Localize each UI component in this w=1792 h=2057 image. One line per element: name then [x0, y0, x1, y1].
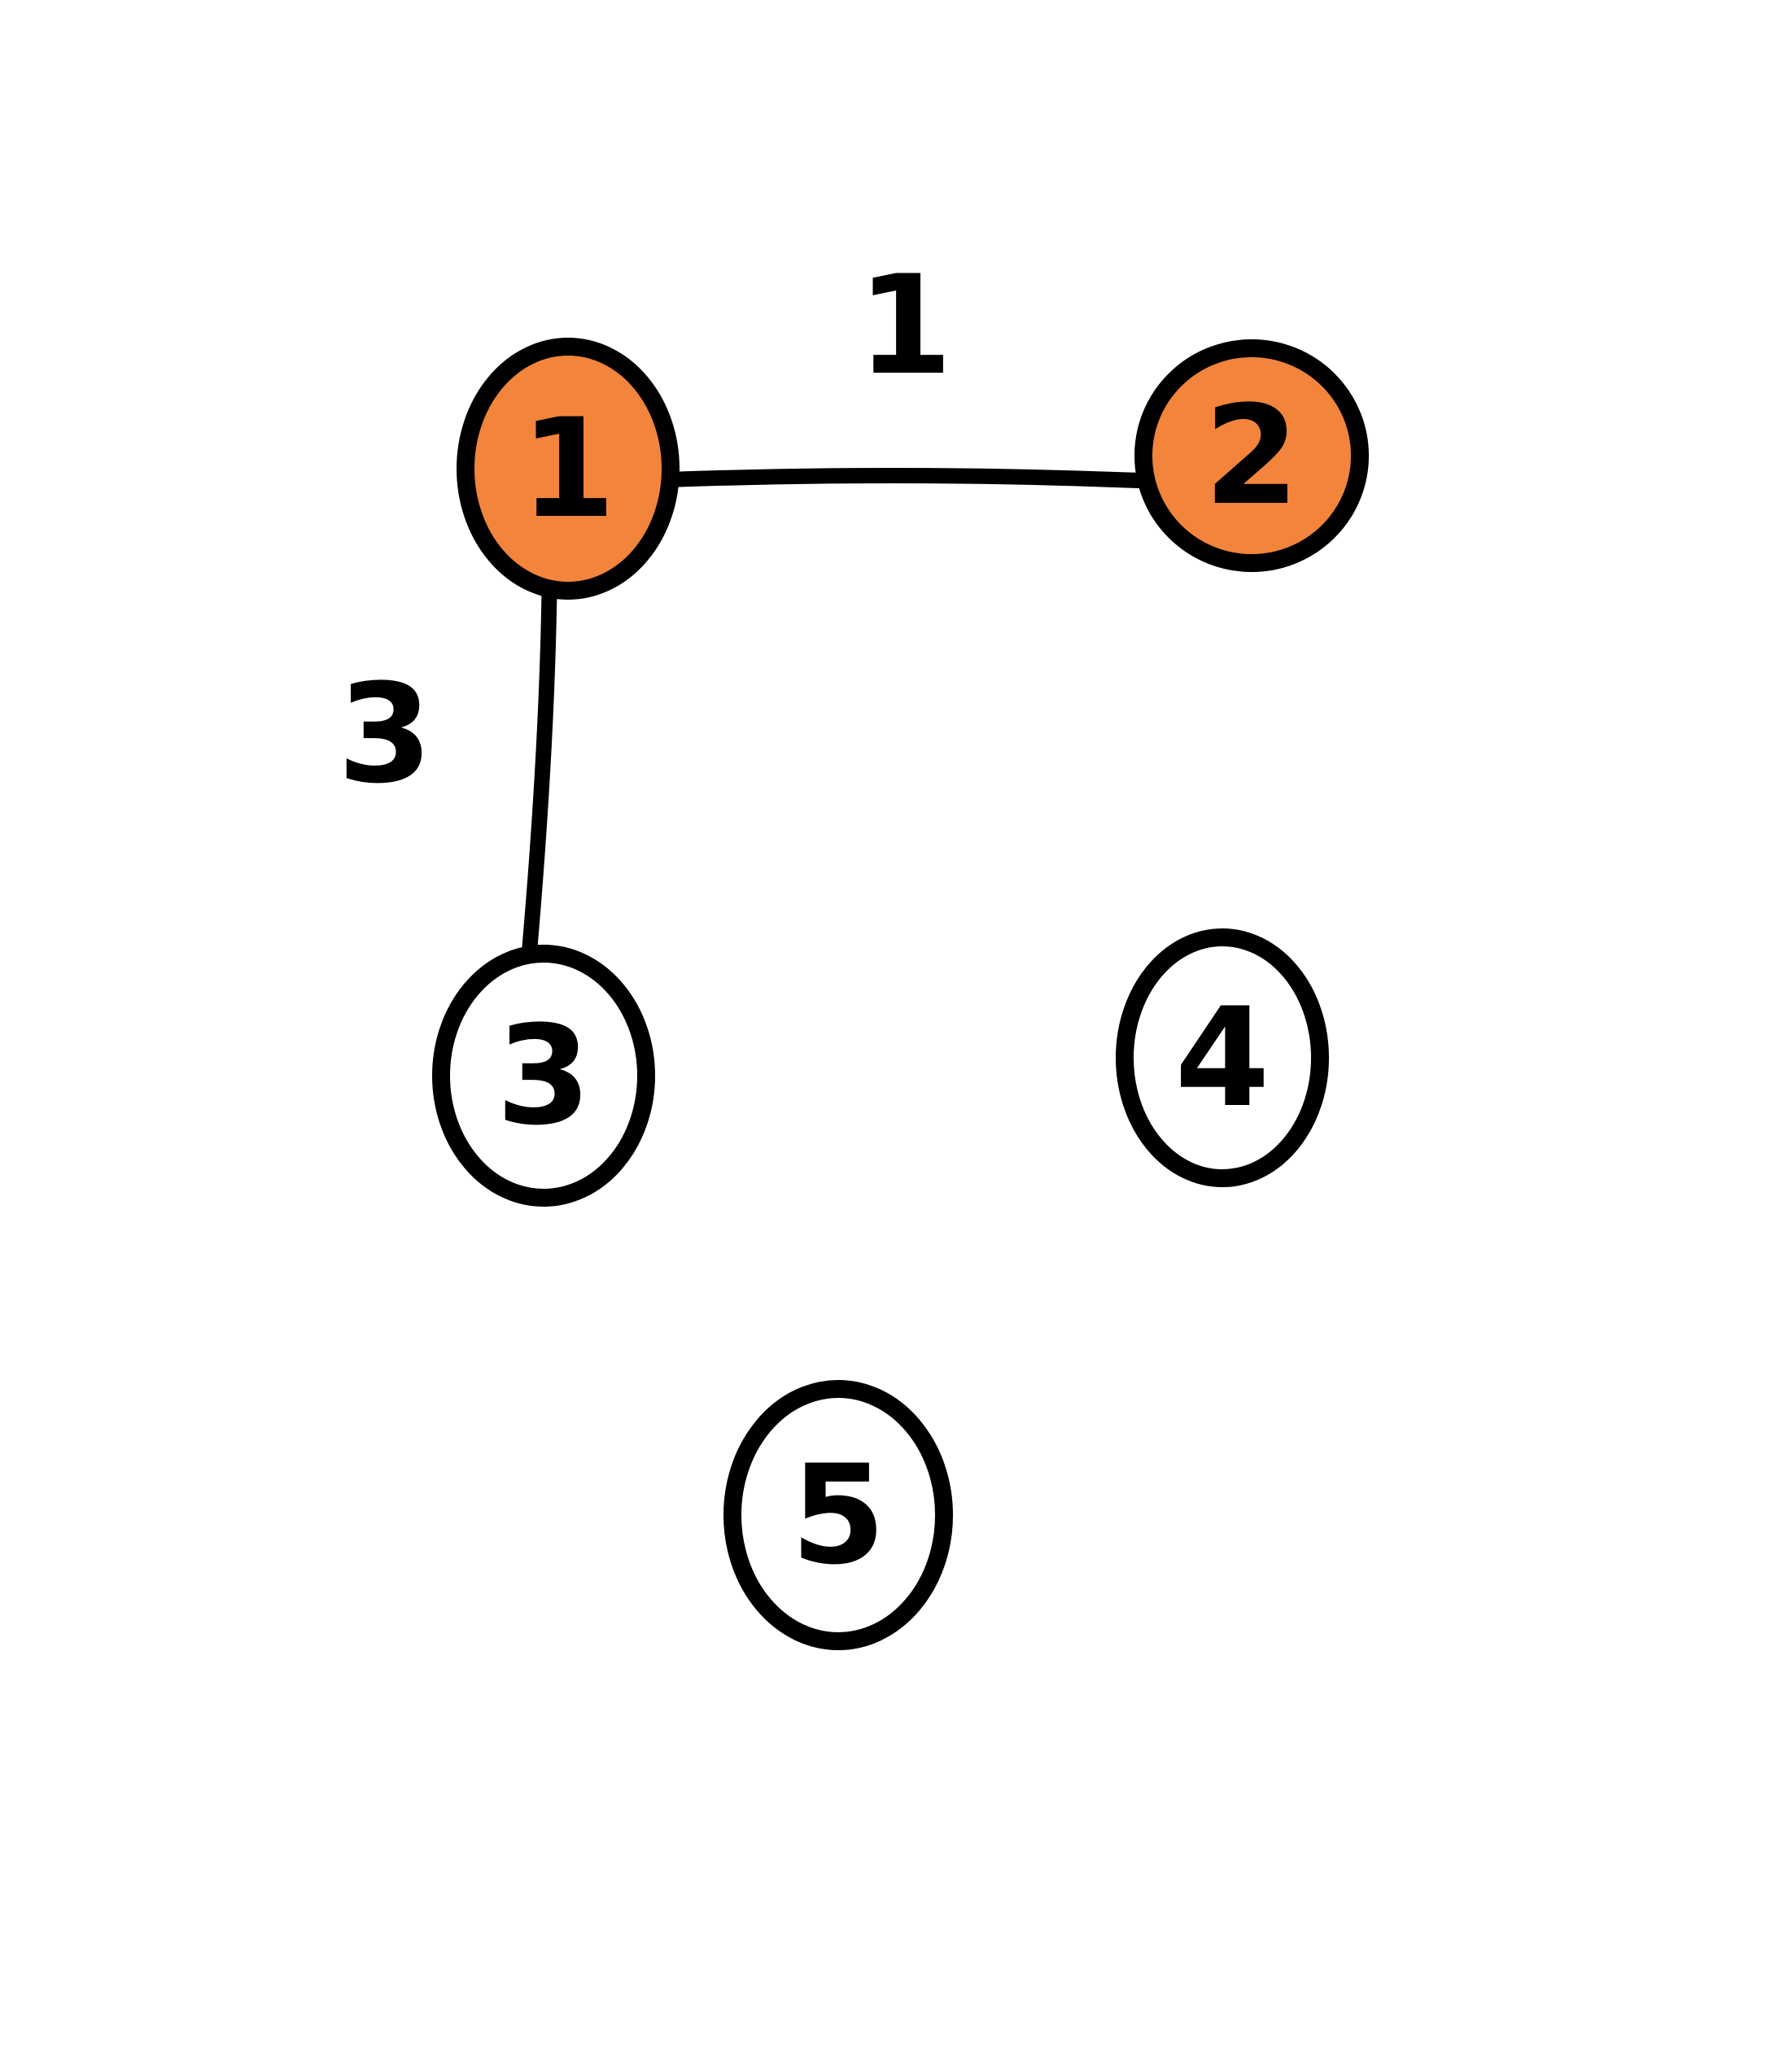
node-1-circle — [457, 338, 680, 600]
node-3[interactable]: 3 — [432, 945, 655, 1207]
node-3-label: 3 — [496, 996, 592, 1155]
node-4[interactable]: 4 — [1116, 928, 1329, 1187]
node-1-label: 1 — [521, 389, 616, 548]
edge-1-2 — [649, 467, 1176, 490]
node-2-label: 2 — [1204, 376, 1300, 535]
node-5[interactable]: 5 — [723, 1380, 953, 1650]
node-1[interactable]: 1 — [457, 338, 680, 600]
node-5-label: 5 — [791, 1435, 886, 1595]
node-2[interactable]: 2 — [1134, 339, 1369, 572]
edge-1-3 — [519, 582, 557, 983]
node-4-label: 4 — [1175, 978, 1270, 1138]
node-5-circle — [723, 1380, 953, 1650]
node-4-circle — [1116, 928, 1329, 1187]
edge-weight-1-2: 1 — [858, 246, 953, 405]
node-2-circle — [1134, 339, 1369, 572]
node-3-circle — [432, 945, 655, 1207]
edge-weight-1-3: 3 — [338, 654, 433, 814]
